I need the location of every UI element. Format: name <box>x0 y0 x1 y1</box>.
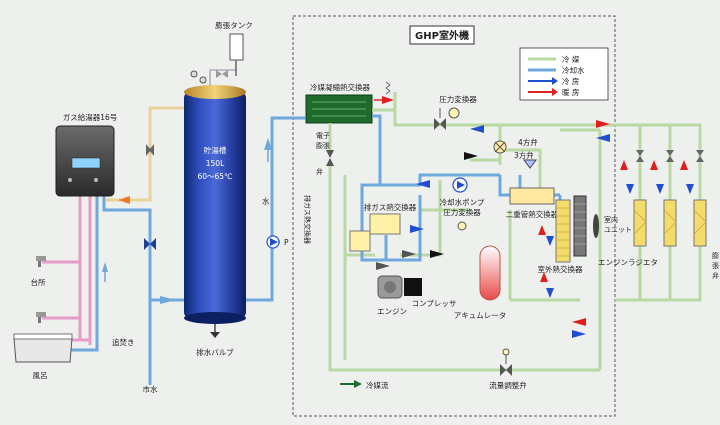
reheat-label: 追焚き <box>112 337 135 347</box>
legend-cooling: 冷 房 <box>562 76 579 86</box>
kitchen-label: 台所 <box>31 277 46 287</box>
engine: エンジン <box>377 275 407 316</box>
relief-spring-icon <box>385 81 391 95</box>
refrigerant-flow-indicator: 冷媒流 <box>340 380 389 390</box>
coolant-pump-label: 冷却水ポンプ <box>440 197 485 207</box>
drain-valve-label: 排水バルブ <box>196 347 234 357</box>
kitchen-faucet-icon <box>36 256 46 267</box>
title-box <box>409 25 475 45</box>
engine-radiator-label: エンジンラジエタ <box>598 258 658 267</box>
four-way-valve: 4方弁 <box>493 137 538 154</box>
expansion-tank-label: 膨張タンク <box>215 20 253 30</box>
heater-display <box>71 157 101 169</box>
tank-top-valves <box>190 70 228 84</box>
compressor-label: コンプレッサ <box>412 299 457 308</box>
coolant-pressure-label: 圧力変換器 <box>443 207 481 217</box>
pressure-converter-label: 圧力変換器 <box>439 94 477 104</box>
engine-label: エンジン <box>377 307 407 316</box>
double-pipe-hx: 二重管熱交換器 <box>506 187 559 219</box>
solenoid-valve-label-2: 膨張 <box>316 141 330 150</box>
coolant-right-arrow-icon <box>160 296 176 304</box>
page-title: GHP室外機 <box>415 29 469 42</box>
refrigerant-condenser: 冷媒凝縮熱交換器 <box>305 82 373 124</box>
city-water-valve-icon <box>144 238 150 250</box>
pump-label: P <box>284 238 289 247</box>
four-way-valve-label: 4方弁 <box>518 137 538 147</box>
pressure-converter: 圧力変換器 <box>434 94 477 130</box>
gas-hx-label: 排ガス熱交換器 <box>303 195 312 244</box>
expansion-tank: 膨張タンク <box>215 20 253 76</box>
accumulator-label: アキュムレータ <box>454 311 507 320</box>
solenoid-valve-label-1: 電子 <box>316 132 330 140</box>
gas-heater-label: ガス給湯器16号 <box>63 112 118 122</box>
expansion-valve-label-3: 弁 <box>712 271 719 280</box>
indoor-units <box>633 199 707 247</box>
water-label: 水 <box>262 196 270 206</box>
legend-refrigerant: 冷 媒 <box>562 54 580 64</box>
tank-to-heater-pipe <box>106 106 184 202</box>
outdoor-hx: 室外熱交換器 <box>538 199 583 274</box>
three-way-valve-label: 3方弁 <box>514 150 534 160</box>
coolant-pipes <box>282 114 562 262</box>
engine-radiator: エンジンラジエタ <box>573 195 658 267</box>
ghp-flow-arrows <box>376 125 586 338</box>
heating-arrow-icon <box>382 96 394 104</box>
heater-valve-icon <box>146 144 151 156</box>
tank-top-pipe <box>209 69 236 86</box>
flow-regulating-valve: 流量調整弁 <box>489 348 527 390</box>
ghp-outdoor-unit-border <box>292 15 616 417</box>
bathtub-icon <box>13 333 73 363</box>
solenoid-valve-label-3: 弁 <box>316 167 323 176</box>
double-pipe-hx-label: 二重管熱交換器 <box>506 209 559 219</box>
flow-valve-label: 流量調整弁 <box>489 380 527 390</box>
bath-faucet-icon <box>36 312 46 323</box>
indoor-expansion-valves <box>636 150 704 162</box>
coolant-up-arrow-2-icon <box>264 138 272 150</box>
three-way-valve: 3方弁 <box>514 150 537 169</box>
indoor-unit-label-1: 室内 <box>604 215 618 224</box>
hot-water-pipes <box>42 195 92 345</box>
exhaust-gas-hx: 排ガス熱交換器 <box>364 202 417 235</box>
hot-flow-arrow-icon <box>118 196 130 204</box>
condenser-label: 冷媒凝縮熱交換器 <box>310 82 370 92</box>
coolant-pump: 冷却水ポンプ 圧力変換器 <box>440 177 485 231</box>
exhaust-hx-label: 排ガス熱交換器 <box>364 202 417 212</box>
drain-valve: 排水バルブ <box>196 324 234 357</box>
solenoid-valve: 電子 膨張 弁 <box>316 132 334 176</box>
water-pump-icon: P <box>266 235 289 249</box>
indoor-flow-arrows <box>596 120 694 194</box>
compressor: コンプレッサ <box>404 278 456 308</box>
legend-heating: 暖 房 <box>562 87 579 97</box>
legend-coolant: 冷却水 <box>562 65 585 75</box>
gas-water-heater: ガス給湯器16号 <box>55 112 118 197</box>
expansion-valve-label-2: 張 <box>712 262 719 270</box>
storage-capacity: 150L <box>206 159 225 168</box>
coolant-up-arrow-icon <box>102 262 108 272</box>
legend: 冷 媒 冷却水 冷 房 暖 房 <box>519 47 609 101</box>
storage-tank-label: 貯湯槽 <box>204 145 227 155</box>
bath-label: 風呂 <box>33 371 48 380</box>
storage-temp: 60～65℃ <box>197 172 232 181</box>
accumulator: アキュムレータ <box>454 245 507 320</box>
storage-tank: 貯湯槽 150L 60～65℃ <box>184 85 246 324</box>
gas-hx: 排ガス熱交換器 <box>303 195 371 252</box>
refrigerant-flow-label: 冷媒流 <box>366 380 389 390</box>
city-water-label: 市水 <box>143 384 158 394</box>
outdoor-hx-label: 室外熱交換器 <box>538 264 583 274</box>
indoor-unit-label-2: ユニット <box>604 226 632 234</box>
expansion-valve-label-1: 膨 <box>712 251 719 260</box>
